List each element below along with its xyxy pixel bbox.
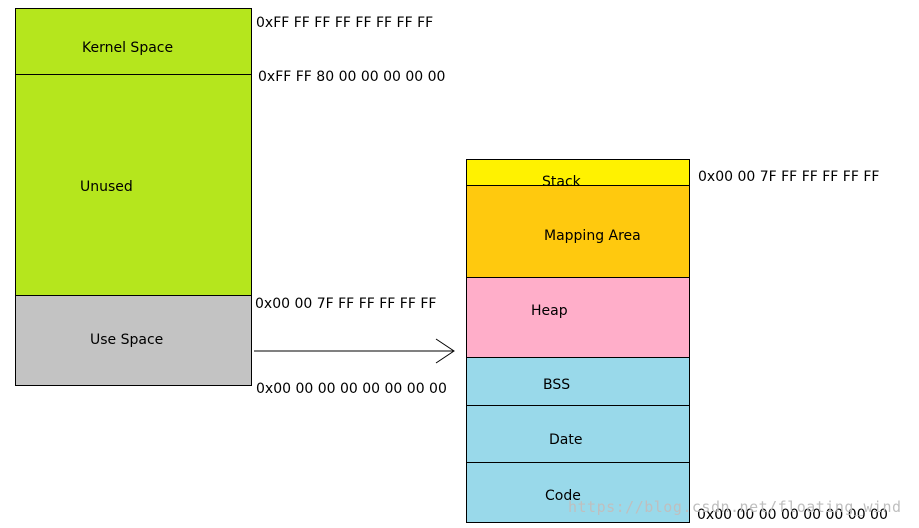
user-space-layout: Stack Mapping Area Heap BSS Date Code xyxy=(466,159,690,523)
address-kernel-bottom: 0xFF FF 80 00 00 00 00 00 xyxy=(258,69,446,85)
stack-segment: Stack xyxy=(467,160,689,190)
date-segment: Date xyxy=(467,406,689,463)
virtual-address-space: Kernel Space Unused Use Space xyxy=(15,8,252,386)
address-stack-top: 0x00 00 7F FF FF FF FF FF xyxy=(698,169,880,185)
use-space-label: Use Space xyxy=(90,332,164,348)
watermark-text: https://blog.csdn.net/floating_wind xyxy=(568,498,902,516)
address-user-bottom: 0x00 00 00 00 00 00 00 00 xyxy=(256,381,447,397)
address-kernel-top: 0xFF FF FF FF FF FF FF FF xyxy=(256,15,434,31)
kernel-space-label: Kernel Space xyxy=(82,40,174,56)
bss-label: BSS xyxy=(543,377,571,393)
code-segment: Code xyxy=(467,463,689,522)
address-user-top: 0x00 00 7F FF FF FF FF FF xyxy=(255,296,437,312)
address-code-bottom: 0x00 00 00 00 00 00 00 00 xyxy=(697,507,888,523)
use-space-segment: Use Space xyxy=(16,296,251,385)
stack-label: Stack xyxy=(542,174,581,190)
heap-segment: Heap xyxy=(467,278,689,358)
heap-label: Heap xyxy=(531,303,568,319)
unused-label: Unused xyxy=(80,179,133,195)
mapping-area-segment: Mapping Area xyxy=(467,186,689,278)
date-label: Date xyxy=(549,432,583,448)
expand-arrow xyxy=(254,338,455,364)
bss-segment: BSS xyxy=(467,358,689,406)
code-label: Code xyxy=(545,488,581,504)
unused-segment: Unused xyxy=(16,75,251,296)
mapping-area-label: Mapping Area xyxy=(544,228,641,244)
kernel-space-segment: Kernel Space xyxy=(16,9,251,75)
